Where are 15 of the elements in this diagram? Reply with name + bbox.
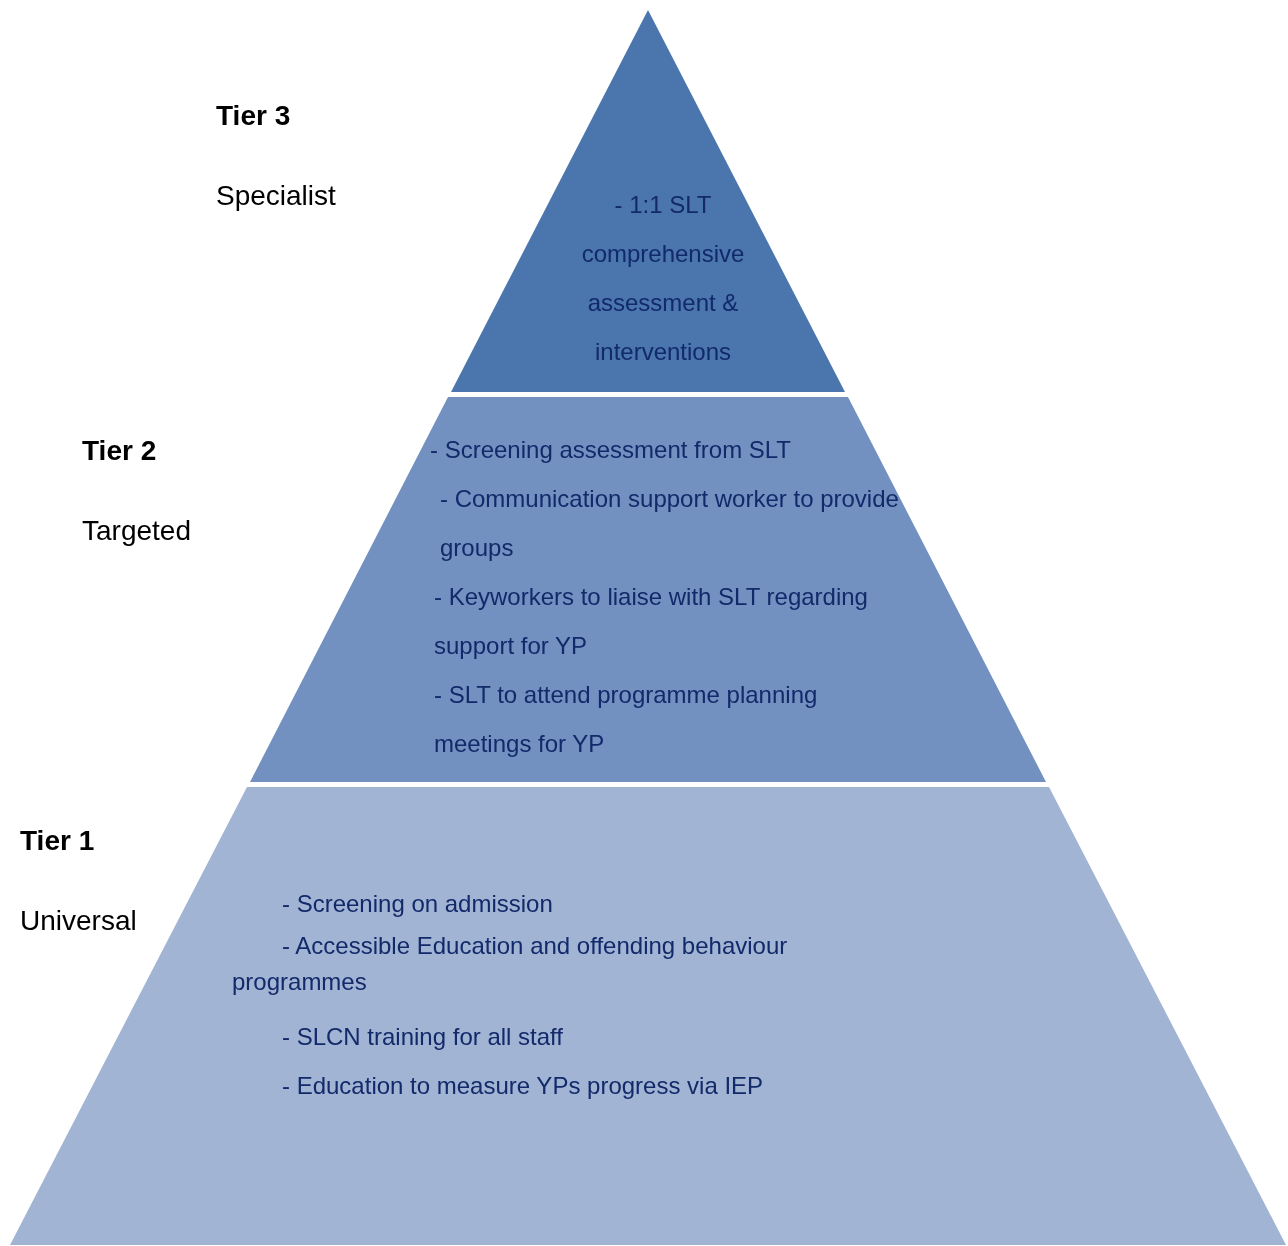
tier-description: - Communication support worker to provide groups: [439, 484, 900, 563]
tier-heading: Tier 1: [20, 825, 95, 857]
tier-name: Specialist: [216, 180, 336, 212]
tier-description: - SLT to attend programme planning meetings for YP: [433, 680, 819, 759]
tier-description: - Education to measure YPs progress via IEP: [281, 1071, 765, 1101]
tier-description: - 1:1 SLT comprehensive assessment & interventions: [580, 190, 746, 367]
tier-description: - SLCN training for all staff: [281, 1022, 564, 1052]
tier-description: - Screening assessment from SLT: [430, 435, 793, 465]
tier-name: Universal: [20, 905, 137, 937]
tier-description: - Keyworkers to liaise with SLT regarding support for YP: [433, 582, 869, 661]
tier-heading: Tier 2: [82, 435, 157, 467]
tier-heading: Tier 3: [216, 100, 291, 132]
tier-name: Targeted: [82, 515, 191, 547]
tier-description: - Accessible Education and offending behaviour programmes: [232, 931, 789, 997]
tier-description: - Screening on admission: [281, 889, 554, 919]
